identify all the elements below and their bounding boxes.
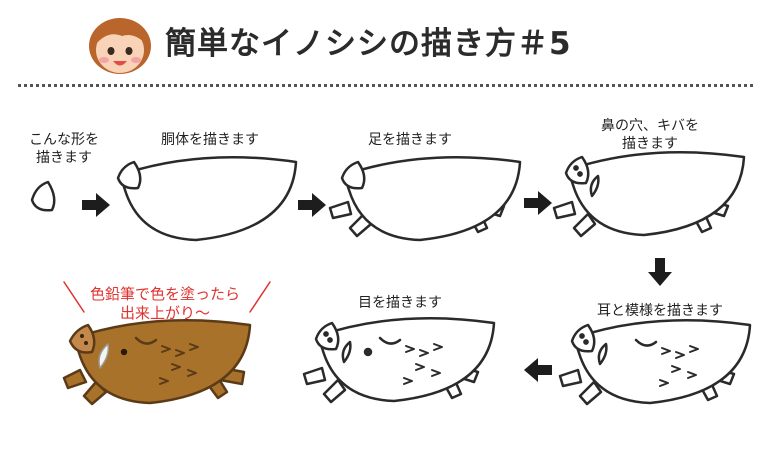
down-arrow-icon — [648, 258, 672, 286]
right-arrow-icon — [524, 191, 552, 215]
page-title: 簡単なイノシシの描き方＃5 — [165, 26, 572, 62]
step-1-drawing — [30, 180, 56, 212]
finished-boar-drawing — [62, 318, 252, 406]
finish-label-line1: 色鉛筆で色を塗ったら — [89, 285, 240, 303]
step-5-label: 耳と模様を描きます — [597, 303, 723, 319]
finish-label-line2: 出来上がり～ — [119, 304, 210, 322]
step-4-drawing — [552, 150, 746, 238]
finish-label: 色鉛筆で色を塗ったら 出来上がり～ — [60, 285, 270, 323]
step-3-label: 足を描きます — [368, 132, 452, 148]
title-divider — [18, 84, 753, 87]
step-1-label-line1: こんな形を — [29, 132, 99, 148]
step-4-label-line2: 描きます — [622, 136, 678, 152]
step-1-label-line2: 描きます — [36, 150, 92, 166]
right-arrow-icon — [298, 193, 326, 217]
finish-emphasis-lines — [63, 281, 271, 313]
step-2-label: 胴体を描きます — [161, 132, 259, 148]
step-1-label: こんな形を 描きます — [4, 131, 124, 167]
step-4-label: 鼻の穴、キバを 描きます — [570, 117, 730, 153]
step-4-label-line1: 鼻の穴、キバを — [601, 118, 699, 134]
girl-avatar-icon — [89, 18, 151, 74]
left-arrow-icon — [524, 358, 552, 382]
step-6-drawing — [302, 316, 496, 404]
step-6-label: 目を描きます — [358, 295, 442, 311]
step-5-drawing — [558, 318, 752, 406]
right-arrow-icon — [82, 193, 110, 217]
step-2-drawing — [116, 155, 298, 242]
step-3-drawing — [328, 155, 522, 242]
